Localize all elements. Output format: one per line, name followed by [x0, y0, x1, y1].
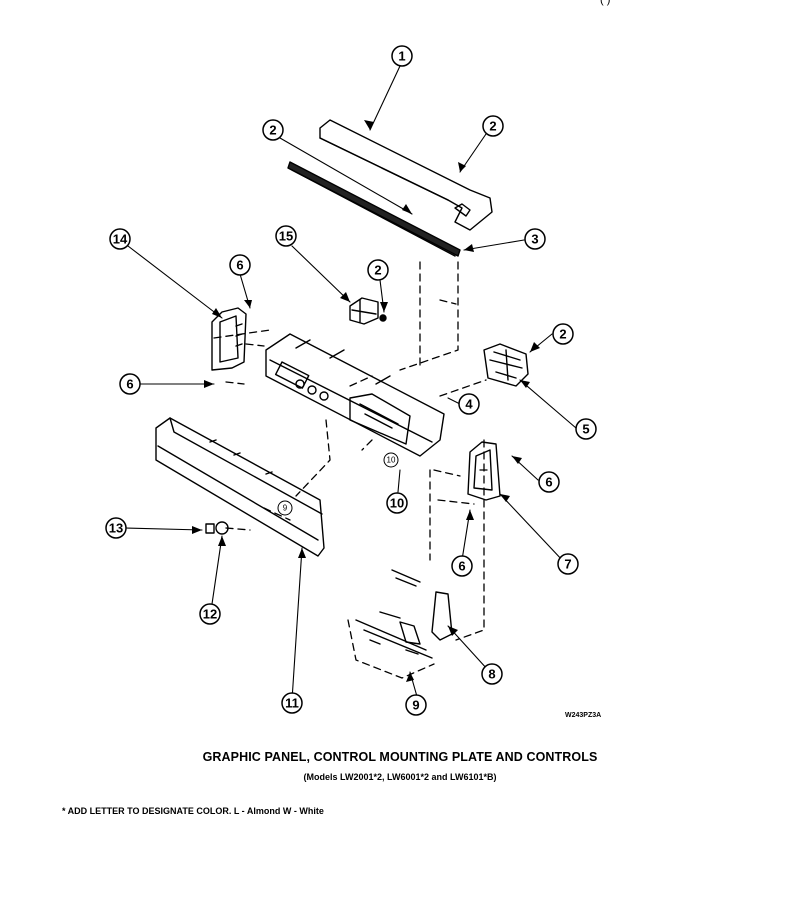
part-switch-15: [349, 297, 387, 325]
callout-12: 12: [203, 607, 217, 622]
callout-circles: [105, 45, 597, 716]
part-small-circles: [277, 452, 399, 516]
callout-6: 6: [236, 258, 243, 273]
callout-5: 5: [582, 422, 589, 437]
part-mounting-plate-10: [265, 333, 445, 457]
callout-6: 6: [545, 475, 552, 490]
callout-2: 2: [269, 123, 276, 138]
exploded-parts-diagram: 1 2 2 3 14 6 15 2 2 6 4 5 10 6 13 7 6 12…: [105, 45, 597, 716]
panel-part-label-9: 9: [283, 504, 288, 513]
callout-14: 14: [113, 232, 128, 247]
callout-2: 2: [489, 119, 496, 134]
callout-6: 6: [458, 559, 465, 574]
callout-10: 10: [390, 496, 404, 511]
callout-8: 8: [488, 667, 495, 682]
callout-1: 1: [398, 49, 405, 64]
callout-9: 9: [412, 698, 419, 713]
part-top-trim: [319, 119, 493, 231]
callout-2: 2: [374, 263, 381, 278]
assembly-dashed-lines: [213, 261, 489, 679]
callout-3: 3: [531, 232, 538, 247]
callout-6: 6: [126, 377, 133, 392]
callout-4: 4: [465, 397, 473, 412]
callout-15: 15: [279, 229, 293, 244]
callout-11: 11: [285, 696, 299, 711]
diagram-title: GRAPHIC PANEL, CONTROL MOUNTING PLATE AN…: [202, 750, 598, 764]
part-trim-strip: [287, 161, 461, 257]
arrow-heads: [192, 120, 540, 682]
callout-2: 2: [559, 327, 566, 342]
diagram-subtitle: (Models LW2001*2, LW6001*2 and LW6101*B): [303, 772, 497, 782]
part-timer-5: [483, 343, 529, 387]
drawing-id: W243PZ3A: [565, 712, 602, 719]
part-left-end-cap: [211, 307, 247, 371]
panel-part-label-10: 10: [387, 456, 396, 465]
part-graphic-panel-11: [155, 417, 325, 557]
part-bracket-8: [355, 569, 453, 659]
top-right-mark: ( ): [600, 0, 611, 6]
callout-13: 13: [109, 521, 123, 536]
callout-7: 7: [564, 557, 571, 572]
part-knob-12-13: [205, 521, 229, 535]
color-note: * ADD LETTER TO DESIGNATE COLOR. L - Alm…: [62, 806, 324, 816]
